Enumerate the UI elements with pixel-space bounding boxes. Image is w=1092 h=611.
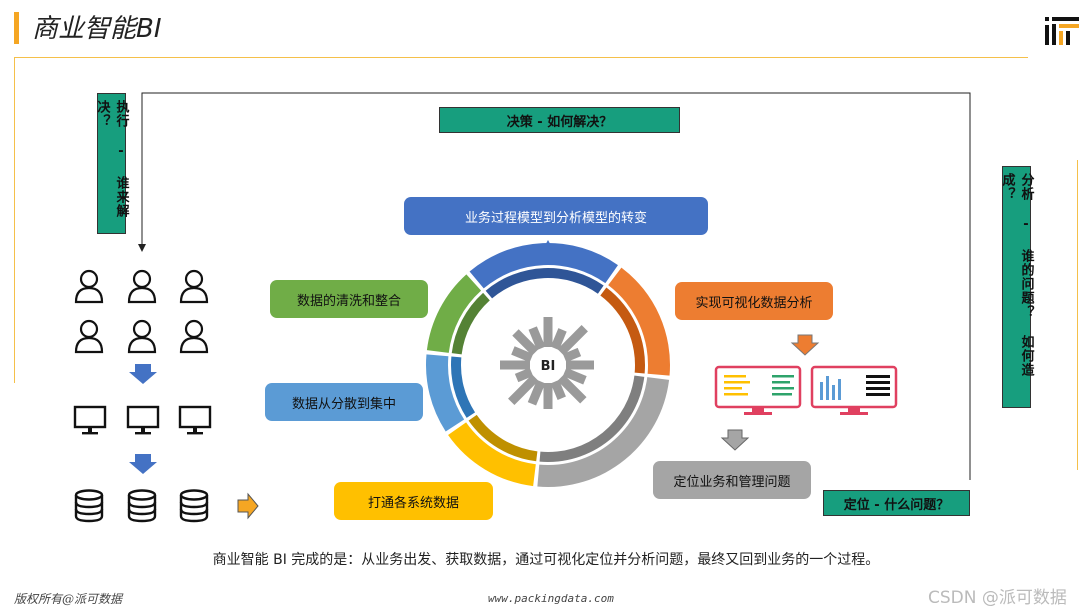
starburst-ray	[512, 329, 539, 356]
page-title: 商业智能BI	[32, 14, 162, 44]
analysis-label: 分析 - 谁的问题？ 如何造成？	[1000, 166, 1034, 408]
center-dot	[531, 348, 565, 382]
stage-clean-integrate: 数据的清洗和整合	[270, 280, 428, 318]
title-accent-bar	[14, 12, 19, 44]
ring-segment-visual-outer	[608, 267, 670, 376]
starburst-ray	[508, 374, 539, 405]
starburst-ray	[527, 379, 546, 406]
starburst-ray	[514, 367, 534, 383]
user-icon	[74, 269, 104, 304]
stage-model-transform: 业务过程模型到分析模型的转变	[404, 197, 708, 235]
ring-segment-centralize-outer	[426, 354, 465, 432]
header-divider	[14, 57, 1028, 58]
footer-watermark: CSDN @派可数据	[928, 588, 1067, 608]
database-icon	[179, 489, 209, 523]
pai-logo-icon	[1045, 17, 1079, 45]
user-icon	[127, 319, 157, 354]
starburst-ray	[528, 326, 546, 351]
starburst-ray	[511, 346, 534, 363]
user-icon	[74, 319, 104, 354]
arrow-down-icon	[790, 334, 820, 356]
decision-label: 决策 - 如何解决？	[439, 107, 680, 133]
ring-segment-connect-outer	[448, 422, 536, 487]
execute-label: 执行 - 谁来解决？	[95, 93, 129, 234]
ring-segment-model-inner	[485, 268, 604, 299]
ring-segment-clean-inner	[451, 292, 490, 355]
ring-segment-visual-inner	[600, 287, 645, 374]
ring-segment-locate-inner	[539, 375, 645, 462]
ring-segment-connect-inner	[468, 414, 538, 462]
stage-connect-systems: 打通各系统数据	[334, 482, 493, 520]
starburst-ray	[557, 325, 588, 356]
starburst-ray	[550, 379, 566, 400]
arrow-down-icon	[129, 364, 157, 384]
starburst-ray	[557, 374, 587, 404]
stage-locate-problems: 定位业务和管理问题	[653, 461, 811, 499]
left-border-line	[14, 57, 15, 383]
arrow-down-icon	[720, 429, 750, 451]
monitor-chart-icon	[714, 365, 802, 415]
user-icon	[179, 319, 209, 354]
ring-segment-model-outer	[469, 243, 618, 289]
user-icon	[127, 269, 157, 304]
footer-copyright: 版权所有@派可数据	[14, 592, 123, 606]
starburst-ray	[562, 367, 587, 385]
stage-centralize-data: 数据从分散到集中	[265, 383, 423, 421]
right-border-line	[1077, 160, 1078, 470]
database-icon	[74, 489, 104, 523]
stage-visual-analysis: 实现可视化数据分析	[675, 282, 833, 320]
footer-website: www.packingdata.com	[488, 592, 614, 605]
center-label: BI	[541, 359, 556, 374]
monitor-icon	[73, 405, 107, 436]
locate-label: 定位 - 什么问题？	[823, 490, 970, 516]
monitor-chart-icon	[810, 365, 898, 415]
business-icons	[73, 269, 212, 523]
ring-segment-centralize-inner	[451, 356, 476, 418]
starburst-ray	[562, 347, 582, 363]
arrow-down-icon	[129, 454, 157, 474]
dashboard-area	[714, 334, 898, 451]
caption: 商业智能 BI 完成的是：从业务出发、获取数据，通过可视化定位并分析问题，最终又…	[212, 552, 880, 568]
ring-pointer	[543, 240, 553, 249]
arrow-right-icon	[237, 492, 259, 520]
monitor-icon	[178, 405, 212, 436]
ring-segment-clean-outer	[426, 274, 482, 353]
ring-segment-locate-outer	[537, 377, 670, 487]
monitor-icon	[126, 405, 160, 436]
starburst-ray	[550, 328, 567, 351]
user-icon	[179, 269, 209, 304]
database-icon	[127, 489, 157, 523]
bi-cycle-ring: BI	[426, 240, 670, 487]
